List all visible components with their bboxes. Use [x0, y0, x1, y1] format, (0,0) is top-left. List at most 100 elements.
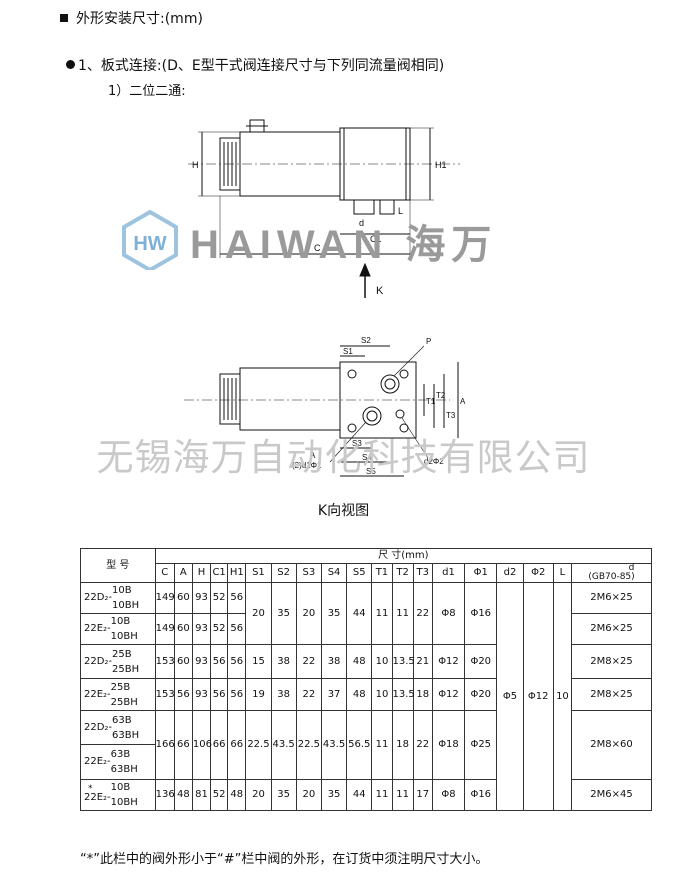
dim-label-h1: H1 [435, 160, 447, 170]
cell-phi1: Φ16 [464, 779, 498, 811]
cell-h1: 66 [227, 710, 247, 780]
col-header: d1 [431, 563, 466, 583]
col-header-d: d [628, 563, 635, 573]
col-header: T3 [412, 563, 433, 583]
cell-a: 56 [173, 678, 193, 711]
cell-h: 93 [191, 678, 212, 711]
cell-h1: 56 [227, 582, 247, 614]
k-view-drawing: S2 S1 P T1 T2 T3 A S3 S4 S5 A (2)d1Φ1 d2… [184, 336, 466, 477]
cell-c: 149 [154, 582, 175, 614]
col-header: S5 [346, 563, 373, 583]
valve-side-view-drawing: H H1 C1 d L C K [188, 119, 460, 298]
cell-s1: 15 [245, 644, 272, 679]
cell-l: 10 [552, 582, 573, 811]
cell-bolt: 2M8×25 [571, 644, 652, 679]
port-label-p: P [426, 337, 431, 346]
cell-c: 153 [154, 644, 175, 679]
col-header-bolt: d(GB70-85) [571, 563, 652, 583]
cell-t2: 13.5 [391, 678, 415, 711]
cell-h: 81 [191, 779, 212, 811]
model-suffix: 63BH [110, 764, 138, 775]
cell-s3: 20 [295, 779, 322, 811]
dim-label-a: A [460, 397, 466, 406]
dim-label-t1: T1 [426, 397, 436, 406]
cell-t1: 11 [371, 582, 393, 645]
footnote: “*”此栏中的阀外形小于“#”栏中阀的外形，在订货中须注明尺寸大小。 [80, 852, 489, 867]
cell-s4: 37 [320, 678, 348, 711]
cell-d1: Φ8 [431, 582, 466, 645]
cell-phi1: Φ16 [464, 582, 498, 645]
col-header: S3 [295, 563, 322, 583]
cell-s3: 20 [295, 582, 322, 645]
cell-t1: 11 [371, 710, 393, 780]
cell-h: 106 [191, 710, 212, 780]
cell-t3: 17 [412, 779, 433, 811]
company-watermark: 无锡海万自动化科技有限公司 [96, 436, 591, 479]
haiwan-watermark-logo: HW HAIWAN 海万 [122, 210, 491, 270]
cell-s4: 43.5 [320, 710, 348, 780]
model-suffix: 10BH [112, 600, 140, 611]
cell-s2: 38 [270, 644, 297, 679]
dot-bullet-icon [66, 60, 75, 69]
cell-t2: 13.5 [391, 644, 415, 679]
dim-label-s2: S2 [361, 336, 371, 345]
model-prefix: 22D₂- [84, 592, 113, 603]
cell-h1: 48 [227, 779, 247, 811]
col-header: L [552, 563, 573, 583]
model-suffix: 10BH [110, 797, 138, 808]
dim-label-l: L [398, 206, 403, 216]
model-header: 型 号 [80, 548, 156, 583]
subtitle-text: 1、板式连接:(D、E型干式阀连接尺寸与下列同流量阀相同) [78, 58, 445, 74]
cell-h1: 56 [227, 613, 247, 645]
cell-s5: 56.5 [346, 710, 373, 780]
cell-s4: 35 [320, 779, 348, 811]
model-suffix: 25BH [112, 663, 140, 675]
k-view-plate [339, 361, 417, 439]
cell-c1: 56 [210, 644, 229, 679]
model-suffix: 63BH [112, 729, 140, 741]
model-suffix: 63B [112, 714, 132, 726]
cell-s5: 44 [346, 582, 373, 645]
cell-t2: 11 [391, 582, 414, 645]
column-header-row: C A H C1 H1 S1 S2 S3 S4 S5 T1 T2 T3 d1 Φ… [81, 563, 652, 583]
cell-h: 93 [191, 582, 212, 614]
dim-label-h: H [192, 160, 199, 170]
model-suffix: 63B [110, 749, 131, 760]
port-label-a: A [310, 451, 316, 460]
square-bullet-icon [60, 14, 68, 22]
col-header: S1 [245, 563, 272, 583]
cell-d1: Φ12 [431, 678, 466, 711]
dim-label-s5: S5 [366, 467, 376, 476]
dim-label-t3: T3 [446, 411, 456, 420]
col-header: S2 [270, 563, 297, 583]
dim-label-d2-phi2: d2Φ2 [424, 457, 444, 466]
cell-s2: 35 [270, 582, 297, 645]
model-prefix: 22D₂- [84, 655, 113, 667]
cell-h: 93 [191, 613, 212, 645]
model-prefix: 22E₂- [84, 756, 111, 767]
cell-s2: 43.5 [270, 710, 297, 780]
cell-s3: 22 [295, 644, 322, 679]
model-prefix: 22E₂- [84, 792, 111, 803]
dim-label-d1-phi1: (2)d1Φ1 [292, 461, 322, 470]
section-title: 外形安装尺寸:(mm) [60, 8, 203, 28]
cell-a: 60 [173, 644, 193, 679]
cell-t3: 22 [412, 582, 433, 645]
col-header: C1 [210, 563, 229, 583]
model-prefix: 22D₂- [84, 721, 113, 733]
cell-c1: 52 [210, 582, 229, 614]
cell-d1: Φ8 [431, 779, 466, 811]
k-view-caption: K向视图 [317, 503, 370, 519]
col-header: Φ1 [464, 563, 498, 583]
cell-phi1: Φ20 [464, 678, 498, 711]
model-suffix: 10BH [110, 631, 138, 642]
cell-s1: 20 [245, 779, 272, 811]
sub-subtitle: 1）二位二通: [108, 84, 186, 99]
cell-t3: 22 [412, 710, 433, 780]
col-header: T1 [371, 563, 393, 583]
